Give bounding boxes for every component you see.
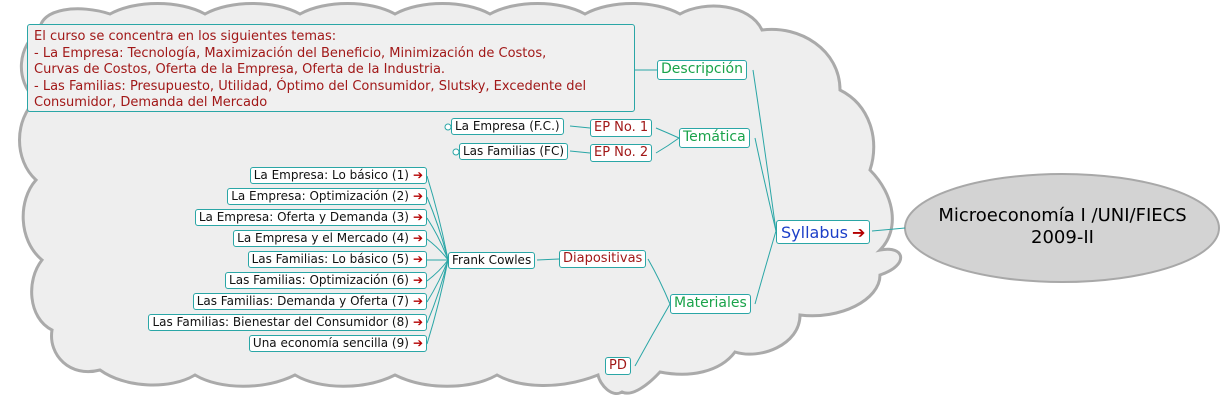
description-note: El curso se concentra en los siguientes … xyxy=(27,24,635,112)
leaf-label: Las Familias (FC) xyxy=(463,144,565,158)
category-descripcion[interactable]: Descripción xyxy=(657,60,747,80)
connector-syllabus-materiales xyxy=(754,230,777,305)
link-arrow-icon[interactable]: ➔ xyxy=(412,168,423,182)
slide-title: Las Familias: Bienestar del Consumidor (… xyxy=(152,315,409,329)
slide-title: La Empresa: Lo básico (1) xyxy=(253,168,409,182)
connector-ep1-leaf xyxy=(569,125,591,129)
syllabus-label: Syllabus xyxy=(781,223,848,242)
link-arrow-icon[interactable]: ➔ xyxy=(851,223,866,242)
slide-item[interactable]: La Empresa: Oferta y Demanda (3)➔ xyxy=(194,209,427,226)
category-descripcion-label: Descripción xyxy=(661,61,743,77)
description-line: - Las Familias: Presupuesto, Utilidad, Ó… xyxy=(34,78,587,94)
link-arrow-icon[interactable]: ➔ xyxy=(412,273,423,287)
subtopic-diapositivas[interactable]: Diapositivas xyxy=(559,250,647,268)
link-arrow-icon[interactable]: ➔ xyxy=(412,189,423,203)
connector-materiales-pd xyxy=(634,303,671,367)
connector-syllabus-tematica xyxy=(754,137,777,232)
link-arrow-icon[interactable]: ➔ xyxy=(412,210,423,224)
central-topic-line-2: 2009-II xyxy=(1031,227,1094,248)
connector-author-slide-9 xyxy=(426,259,449,345)
subtopic-ep2-label: EP No. 2 xyxy=(594,145,649,160)
leaf-las-familias-fc[interactable]: Las Familias (FC) xyxy=(459,143,569,160)
connector-ep2-leaf xyxy=(569,150,591,154)
syllabus-node[interactable]: Syllabus➔ xyxy=(776,220,871,244)
slide-title: Las Familias: Optimización (6) xyxy=(229,273,409,287)
category-materiales-label: Materiales xyxy=(674,295,747,311)
connector-materiales-diapositivas xyxy=(647,258,671,305)
category-materiales[interactable]: Materiales xyxy=(670,294,751,314)
link-arrow-icon[interactable]: ➔ xyxy=(412,252,423,266)
subtopic-ep1-label: EP No. 1 xyxy=(594,120,649,135)
description-line: Consumidor, Demanda del Mercado xyxy=(34,95,268,111)
connector-tematica-ep1 xyxy=(655,127,680,139)
connector-author-slide-6 xyxy=(426,259,449,282)
connector-syllabus-central xyxy=(871,227,906,232)
link-arrow-icon[interactable]: ➔ xyxy=(412,336,423,350)
connector-author-slide-1 xyxy=(426,175,449,261)
subtopic-ep2[interactable]: EP No. 2 xyxy=(590,144,653,162)
description-line: - La Empresa: Tecnología, Maximización d… xyxy=(34,45,547,61)
author-frank-cowles[interactable]: Frank Cowles xyxy=(448,252,536,269)
description-line: Curvas de Costos, Oferta de la Empresa, … xyxy=(34,62,446,78)
link-arrow-icon[interactable]: ➔ xyxy=(412,315,423,329)
slide-title: Una economía sencilla (9) xyxy=(252,336,409,350)
subtopic-ep1[interactable]: EP No. 1 xyxy=(590,119,653,137)
subtopic-pd[interactable]: PD xyxy=(605,357,631,375)
subtopic-pd-label: PD xyxy=(609,358,627,373)
slide-item[interactable]: Las Familias: Lo básico (5)➔ xyxy=(247,251,427,268)
leaf-label: La Empresa (F.C.) xyxy=(455,119,560,133)
category-tematica-label: Temática xyxy=(683,129,746,145)
slide-item[interactable]: Las Familias: Optimización (6)➔ xyxy=(225,272,427,289)
slide-title: La Empresa y el Mercado (4) xyxy=(237,231,409,245)
category-tematica[interactable]: Temática xyxy=(679,128,750,148)
connector-author-slide-3 xyxy=(426,217,449,261)
central-topic-line-1: Microeconomía I /UNI/FIECS xyxy=(938,205,1187,226)
description-line: El curso se concentra en los siguientes … xyxy=(34,29,337,44)
connector-author-slide-2 xyxy=(426,196,449,261)
leaf-la-empresa-fc[interactable]: La Empresa (F.C.) xyxy=(451,118,564,135)
subtopic-diapositivas-label: Diapositivas xyxy=(563,251,643,266)
connectors xyxy=(426,69,906,367)
connector-syllabus-descripcion xyxy=(752,69,777,232)
slide-item[interactable]: Las Familias: Bienestar del Consumidor (… xyxy=(148,314,427,331)
slide-item[interactable]: La Empresa: Optimización (2)➔ xyxy=(227,188,427,205)
connector-author-slide-4 xyxy=(426,238,449,261)
slide-title: La Empresa: Oferta y Demanda (3) xyxy=(198,210,409,224)
author-label: Frank Cowles xyxy=(452,253,532,267)
slide-item[interactable]: La Empresa y el Mercado (4)➔ xyxy=(233,230,427,247)
connector-diapositivas-author xyxy=(536,258,560,261)
link-arrow-icon[interactable]: ➔ xyxy=(412,231,423,245)
link-arrow-icon[interactable]: ➔ xyxy=(412,294,423,308)
slide-title: Las Familias: Lo básico (5) xyxy=(251,252,409,266)
slide-item[interactable]: Una economía sencilla (9)➔ xyxy=(248,335,427,352)
slide-title: La Empresa: Optimización (2) xyxy=(231,189,409,203)
central-topic[interactable]: Microeconomía I /UNI/FIECS 2009-II xyxy=(905,205,1220,249)
connector-tematica-ep2 xyxy=(655,137,680,154)
slide-item[interactable]: La Empresa: Lo básico (1)➔ xyxy=(249,167,427,184)
slide-item[interactable]: Las Familias: Demanda y Oferta (7)➔ xyxy=(192,293,427,310)
slide-title: Las Familias: Demanda y Oferta (7) xyxy=(196,294,409,308)
